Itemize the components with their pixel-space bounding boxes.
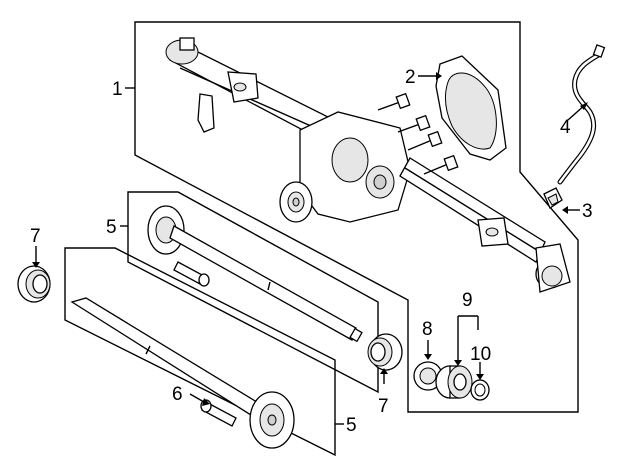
callout-7-left: 7 [30, 226, 41, 247]
callout-9: 9 [462, 290, 473, 311]
axle-seal-left [17, 265, 51, 303]
callout-8: 8 [422, 319, 433, 340]
axle-housing-panel [134, 21, 579, 413]
callout-1: 1 [112, 79, 123, 100]
callout-5-lower: 5 [346, 415, 357, 436]
lower-axle-shaft-panel [64, 247, 336, 457]
stud-bolt-upper [173, 261, 210, 287]
hose-clip [543, 187, 563, 209]
vent-hose [557, 44, 606, 185]
o-ring-10 [470, 379, 490, 401]
axle-housing [165, 37, 571, 293]
callout-7-right: 7 [378, 396, 389, 417]
axle-shaft-upper [147, 205, 363, 343]
housing-bolts [377, 92, 459, 175]
differential-cover [435, 55, 507, 161]
bearing-9 [435, 365, 473, 399]
bearing-8 [413, 361, 443, 391]
leader-lines [32, 72, 588, 425]
callout-6: 6 [172, 384, 183, 405]
callout-5-upper: 5 [106, 217, 117, 238]
callout-4: 4 [560, 117, 571, 138]
callout-3: 3 [582, 201, 593, 222]
callout-10: 10 [470, 344, 491, 365]
axle-shaft-lower [70, 297, 295, 449]
axle-seal-right [367, 333, 403, 371]
callout-2: 2 [405, 67, 416, 88]
